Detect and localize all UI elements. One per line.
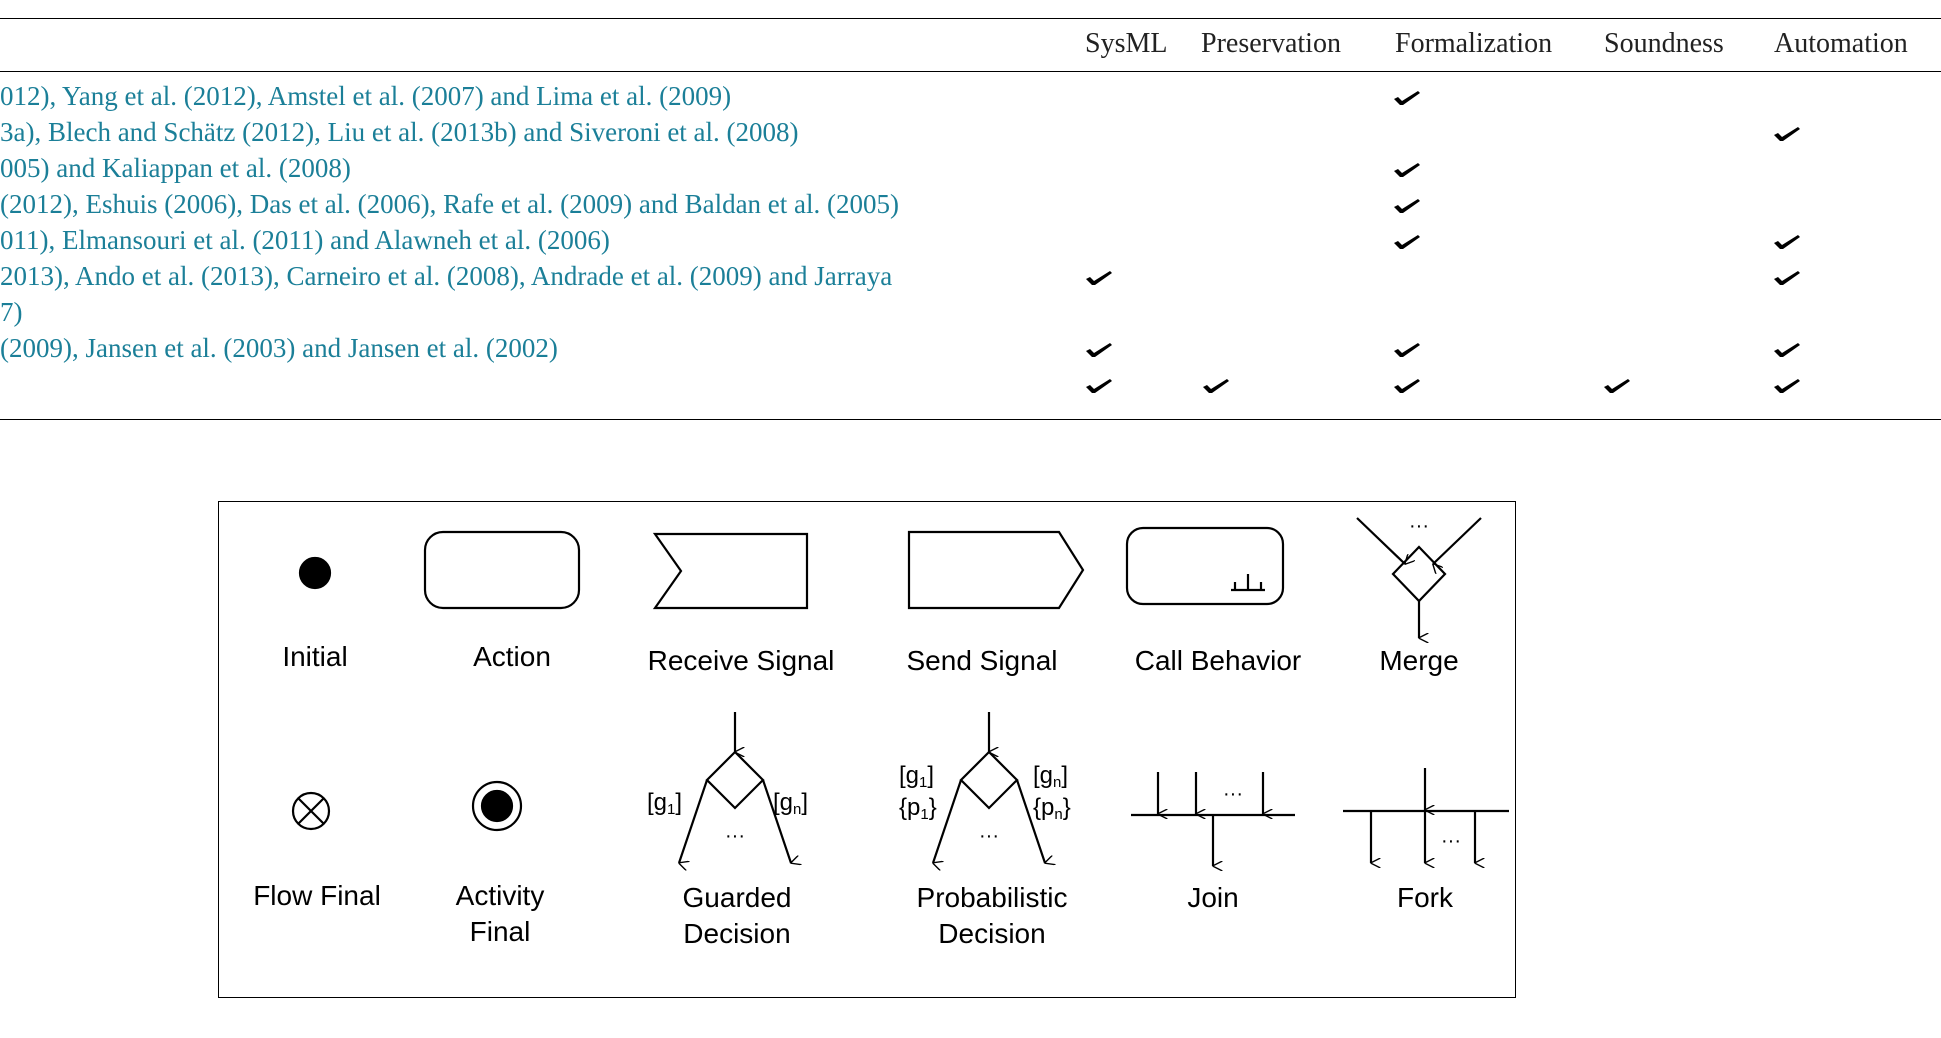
activity-diagram-legend: ··· ··· ··· ··· ··· [g1] [gn] [g1] {p1} …	[218, 501, 1516, 998]
check-mark-icon	[1394, 235, 1420, 249]
citation-row-7[interactable]: (2009), Jansen et al. (2003) and Jansen …	[0, 333, 558, 363]
activity-final-icon	[471, 780, 523, 832]
check-mark-icon	[1774, 379, 1800, 393]
check-mark-icon	[1774, 271, 1800, 285]
citation-row-6[interactable]: 2013), Ando et al. (2013), Carneiro et a…	[0, 261, 893, 291]
merge-icon	[1356, 517, 1482, 638]
check-mark-icon	[1086, 271, 1112, 285]
check-mark-icon	[1086, 379, 1112, 393]
initial-node-icon	[298, 556, 332, 590]
prob-guard-gn: [gn]	[1033, 762, 1068, 791]
citation-row-1[interactable]: 012), Yang et al. (2012), Amstel et al. …	[0, 81, 732, 111]
join-icon	[1131, 772, 1295, 866]
check-mark-icon	[1394, 199, 1420, 213]
call-behavior-icon	[1125, 526, 1285, 606]
guarded-decision-icon	[679, 712, 791, 863]
col-header-formalization: Formalization	[1395, 28, 1553, 59]
check-mark-icon	[1203, 379, 1229, 393]
label-fork: Fork	[1397, 882, 1453, 913]
citation-row-6-continuation[interactable]: 7)	[0, 297, 23, 327]
label-receive-signal: Receive Signal	[647, 645, 835, 676]
check-mark-icon	[1394, 163, 1420, 177]
flow-final-icon	[291, 791, 331, 831]
action-icon	[423, 530, 581, 610]
col-header-automation: Automation	[1774, 28, 1908, 59]
check-mark-icon	[1774, 235, 1800, 249]
label-flow-final: Flow Final	[253, 880, 381, 911]
probabilistic-ellipsis: ···	[979, 825, 999, 847]
fork-icon	[1343, 768, 1509, 863]
label-action: Action	[473, 641, 551, 672]
col-header-preservation: Preservation	[1201, 28, 1341, 59]
join-ellipsis: ···	[1223, 783, 1243, 805]
prob-p1: {p1}	[899, 794, 937, 823]
prob-pn: {pn}	[1033, 794, 1071, 823]
col-header-sysml: SysML	[1085, 28, 1168, 59]
guard-gn: [gn]	[773, 789, 808, 818]
guard-g1: [g1]	[647, 789, 682, 818]
citation-row-3[interactable]: 005) and Kaliappan et al. (2008)	[0, 153, 351, 183]
citation-row-2[interactable]: 3a), Blech and Schätz (2012), Liu et al.…	[0, 117, 799, 147]
prob-guard-g1: [g1]	[899, 762, 934, 791]
probabilistic-decision-icon	[933, 712, 1045, 863]
check-mark-icon	[1774, 343, 1800, 357]
guarded-ellipsis: ···	[725, 825, 745, 847]
col-header-soundness: Soundness	[1604, 28, 1724, 59]
header-rule	[0, 71, 1941, 72]
check-mark-icon	[1394, 91, 1420, 105]
citation-row-5[interactable]: 011), Elmansouri et al. (2011) and Alawn…	[0, 225, 610, 255]
label-send-signal: Send Signal	[906, 645, 1058, 676]
comparison-table: SysML Preservation Formalization Soundne…	[0, 18, 1941, 420]
fork-ellipsis: ···	[1441, 830, 1461, 852]
label-call-behavior: Call Behavior	[1134, 645, 1302, 676]
citation-row-4[interactable]: (2012), Eshuis (2006), Das et al. (2006)…	[0, 189, 900, 219]
check-mark-icon	[1086, 343, 1112, 357]
check-mark-icon	[1394, 343, 1420, 357]
label-initial: Initial	[282, 641, 348, 672]
check-mark-icon	[1604, 379, 1630, 393]
check-mark-icon	[1774, 127, 1800, 141]
merge-ellipsis: ···	[1409, 515, 1429, 537]
label-merge: Merge	[1379, 645, 1459, 676]
label-join: Join	[1187, 882, 1239, 913]
legend-symbols: ··· ··· ··· ··· ··· [g1] [gn] [g1] {p1} …	[291, 515, 1509, 997]
receive-signal-icon	[652, 532, 809, 610]
send-signal-icon	[907, 530, 1085, 610]
check-mark-icon	[1394, 379, 1420, 393]
